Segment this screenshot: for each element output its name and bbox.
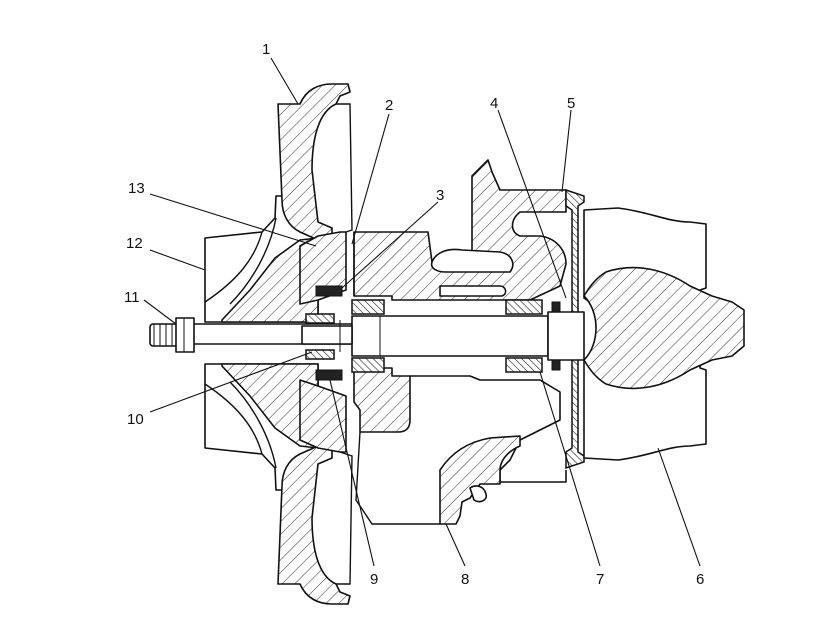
leader-5 (561, 109, 572, 193)
callout-4: 4 (490, 95, 498, 112)
rotor-shaft (191, 311, 585, 361)
leader-8 (445, 523, 466, 567)
compressor-backplate (299, 231, 347, 453)
turbine-wheel (583, 266, 745, 390)
callout-11: 11 (124, 289, 140, 306)
leader-12 (149, 249, 206, 271)
callout-6: 6 (696, 571, 704, 588)
center-housing (353, 159, 567, 525)
shaft-nut (149, 317, 195, 353)
callout-7: 7 (596, 571, 604, 588)
callout-5: 5 (567, 95, 575, 112)
compressor-end-bearing (351, 299, 385, 373)
leader-7 (539, 371, 601, 567)
callout-2: 2 (385, 97, 393, 114)
leader-13 (149, 193, 317, 247)
leader-11 (143, 299, 177, 325)
leader-1 (270, 57, 299, 105)
leader-2 (351, 113, 390, 245)
callout-9: 9 (370, 571, 378, 588)
callout-12: 12 (126, 235, 143, 252)
callout-13: 13 (128, 180, 145, 197)
callout-1: 1 (262, 41, 270, 58)
callout-3: 3 (436, 187, 444, 204)
callout-labels: 1 2 3 4 5 6 7 8 9 10 11 12 13 (124, 41, 704, 588)
callout-10: 10 (127, 411, 144, 428)
callout-8: 8 (461, 571, 469, 588)
compressor-wheel (204, 195, 319, 491)
leader-lines (143, 57, 701, 567)
leader-6 (657, 447, 701, 567)
leader-9 (329, 379, 375, 567)
leader-4 (497, 109, 567, 299)
turbine-end-bearing (505, 299, 561, 373)
leader-3 (341, 201, 439, 289)
leader-10 (149, 351, 313, 413)
